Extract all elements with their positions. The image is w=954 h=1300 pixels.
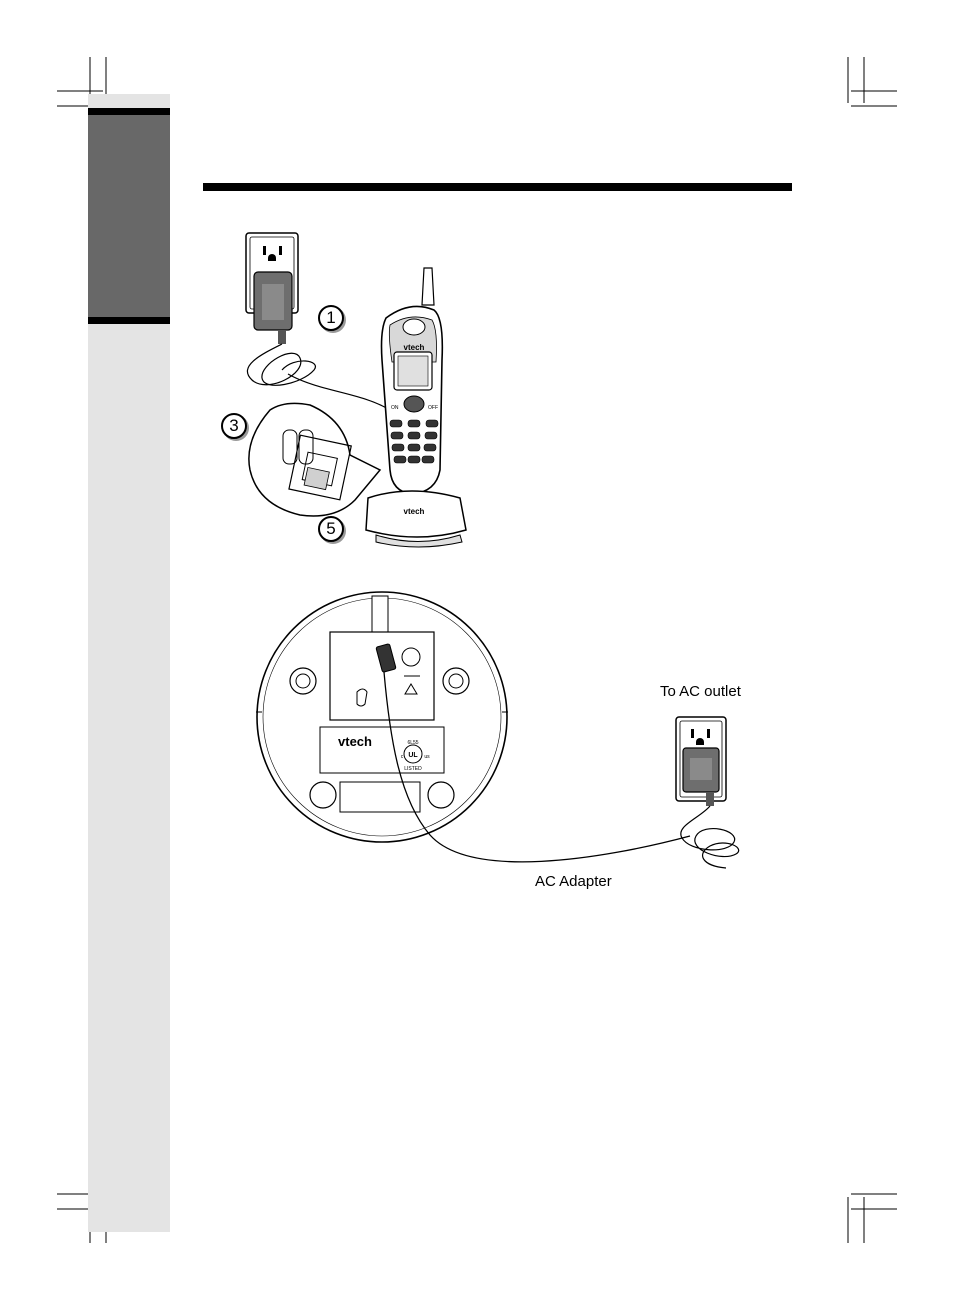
base-brand: vtech bbox=[338, 734, 372, 749]
outlet-adapter-icon bbox=[676, 717, 739, 868]
ac-adapter-label: AC Adapter bbox=[535, 873, 612, 890]
base-underside-icon: vtech 6L55 c UL us LISTED bbox=[256, 592, 508, 842]
cert-bottom: LISTED bbox=[404, 766, 422, 772]
to-ac-outlet-label: To AC outlet bbox=[660, 683, 741, 700]
cert-right: us bbox=[424, 754, 430, 760]
cert-mark: UL bbox=[408, 752, 418, 759]
cert-top: 6L55 bbox=[407, 740, 418, 746]
